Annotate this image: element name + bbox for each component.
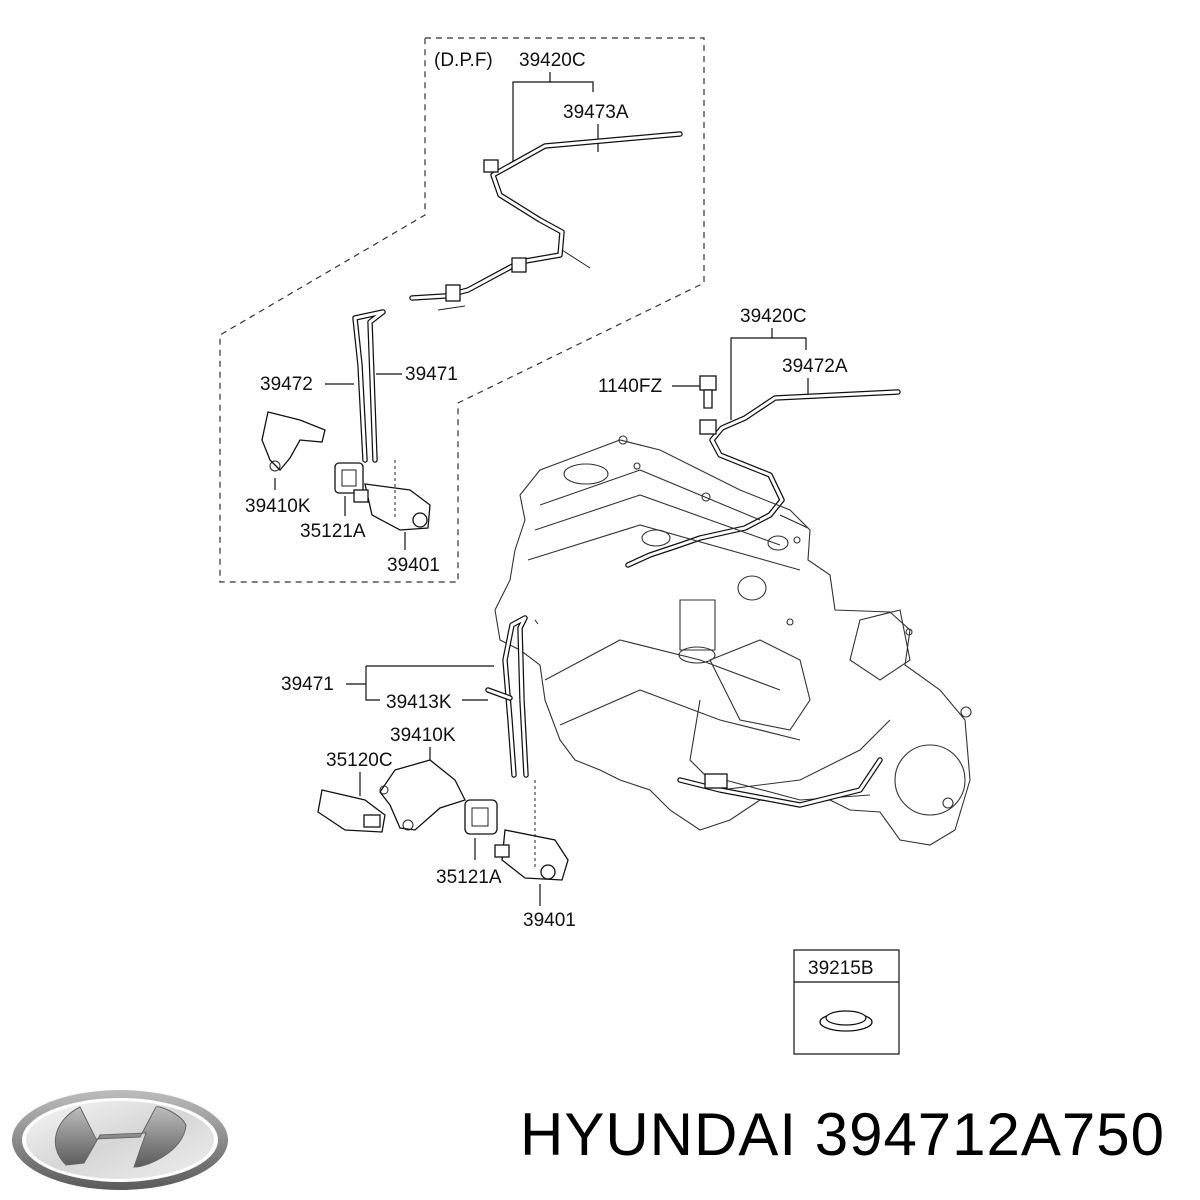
part-label-39410K-lower: 39410K [390,725,456,746]
product-caption: HYUNDAI 394712A750 [520,1101,1166,1168]
bracket-39410K-left [261,411,326,472]
clip-39413K [485,687,513,701]
dpf-group-label: (D.P.F) [434,50,493,71]
solenoid-35120C [317,789,386,833]
vacuum-hose-39472 [352,309,386,463]
part-label-1140FZ: 1140FZ [598,376,662,397]
dpf-pipe-39472A [625,389,901,568]
solenoid-valve-39401-lower [494,780,569,881]
bolt-1140FZ [699,375,717,409]
part-label-39420C-top: 39420C [519,50,586,71]
vacuum-hose-39471-lower [502,615,539,778]
part-label-39473A-top: 39473A [563,102,629,123]
bracket-39410K-lower [379,759,466,831]
part-label-39413K: 39413K [386,692,452,713]
part-label-39215B: 39215B [808,958,874,979]
rubber-mount-35121A-left [334,462,364,494]
part-label-35121A-lower: 35121A [436,867,502,888]
plug-cap-39215B [819,1010,873,1032]
engine-assembly [494,435,972,846]
brand-logo [12,1090,228,1190]
rubber-mount-35121A-lower [464,799,498,835]
part-box-39215B: 39215B [793,949,900,1055]
part-label-39472A-right: 39472A [782,356,848,377]
part-label-35120C: 35120C [326,750,393,771]
dpf-pressure-pipe [409,131,683,311]
solenoid-valve-39401-left [353,460,431,531]
part-label-39471-left: 39471 [405,364,458,385]
part-label-39472-left: 39472 [260,374,313,395]
part-label-39410K-left: 39410K [245,496,311,517]
part-label-39471-lower: 39471 [281,674,334,695]
dpf-group-boundary [219,37,705,583]
part-label-39401-left: 39401 [387,555,440,576]
part-label-39401-lower: 39401 [523,910,576,931]
part-label-35121A-left: 35121A [300,521,366,542]
part-label-39420C-right: 39420C [740,306,807,327]
